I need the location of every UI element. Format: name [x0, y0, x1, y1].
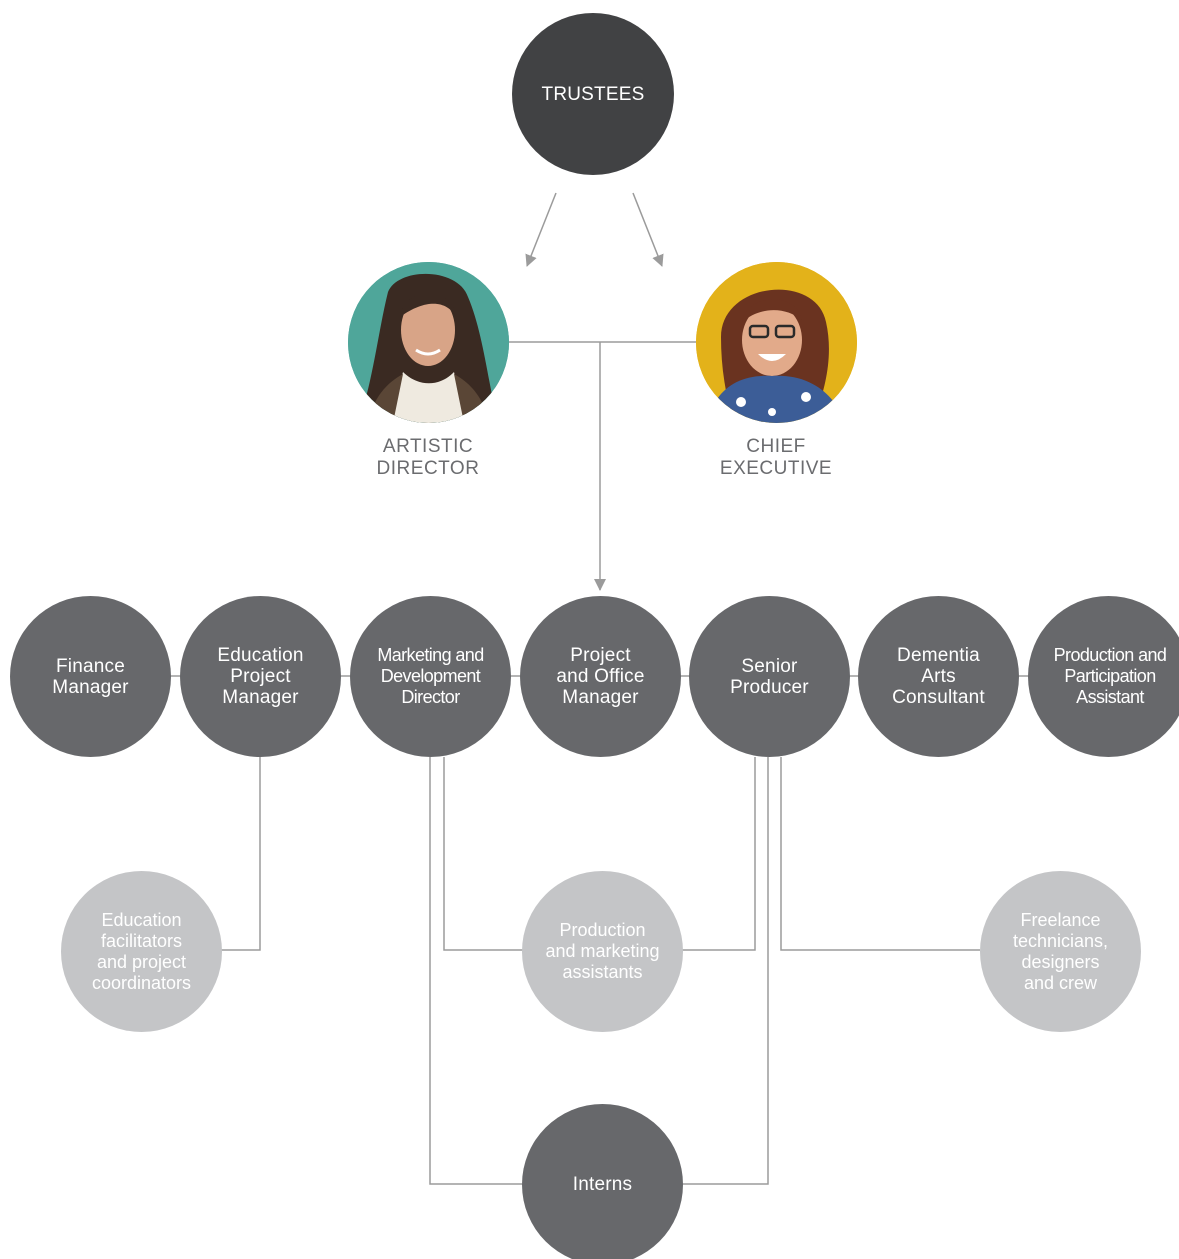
interns-node: Interns	[522, 1104, 683, 1259]
staff-label: Finance Manager	[52, 655, 129, 698]
interns-label: Interns	[572, 1174, 633, 1195]
arrow-to-chief-executive	[632, 192, 664, 267]
producer-to-interns-line	[682, 757, 769, 1185]
artistic-director-photo	[348, 262, 509, 423]
staff-label: Education Project Manager	[217, 645, 304, 708]
edu-to-facilitators-line	[221, 757, 261, 951]
dementia-arts-consultant-node: Dementia Arts Consultant	[858, 596, 1019, 757]
production-participation-assistant-node: Production and Participation Assistant	[1028, 596, 1179, 757]
chief-executive-label: CHIEF EXECUTIVE	[719, 436, 833, 479]
staff-label: Production and Participation Assistant	[1053, 645, 1167, 707]
project-office-manager-node: Project and Office Manager	[520, 596, 681, 757]
marketing-development-director-node: Marketing and Development Director	[350, 596, 511, 757]
staff-label: Marketing and Development Director	[377, 645, 484, 707]
education-project-manager-node: Education Project Manager	[180, 596, 341, 757]
freelance-crew-node: Freelance technicians, designers and cre…	[980, 871, 1141, 1032]
staff-label: Senior Producer	[730, 655, 809, 698]
support-label: Production and marketing assistants	[545, 920, 660, 982]
artistic-director-label: ARTISTIC DIRECTOR	[376, 436, 480, 479]
staff-label: Dementia Arts Consultant	[892, 645, 985, 708]
arrow-to-artistic-director	[525, 192, 557, 267]
education-facilitators-node: Education facilitators and project coord…	[61, 871, 222, 1032]
trustees-label: TRUSTEES	[541, 83, 645, 105]
portrait-woman-glasses-icon	[696, 262, 857, 423]
chief-executive-photo	[696, 262, 857, 423]
support-label: Freelance technicians, designers and cre…	[1012, 909, 1109, 993]
trustees-node: TRUSTEES	[512, 13, 674, 175]
marketing-to-interns-line	[429, 757, 522, 1185]
portrait-woman-scarf-icon	[348, 262, 509, 423]
finance-manager-node: Finance Manager	[10, 596, 171, 757]
senior-producer-node: Senior Producer	[689, 596, 850, 757]
producer-to-freelance-line	[780, 757, 980, 951]
producer-to-assistants-line	[682, 757, 756, 951]
production-marketing-assistants-node: Production and marketing assistants	[522, 871, 683, 1032]
marketing-to-assistants-line	[443, 757, 525, 951]
support-label: Education facilitators and project coord…	[91, 909, 192, 993]
staff-label: Project and Office Manager	[556, 645, 645, 708]
